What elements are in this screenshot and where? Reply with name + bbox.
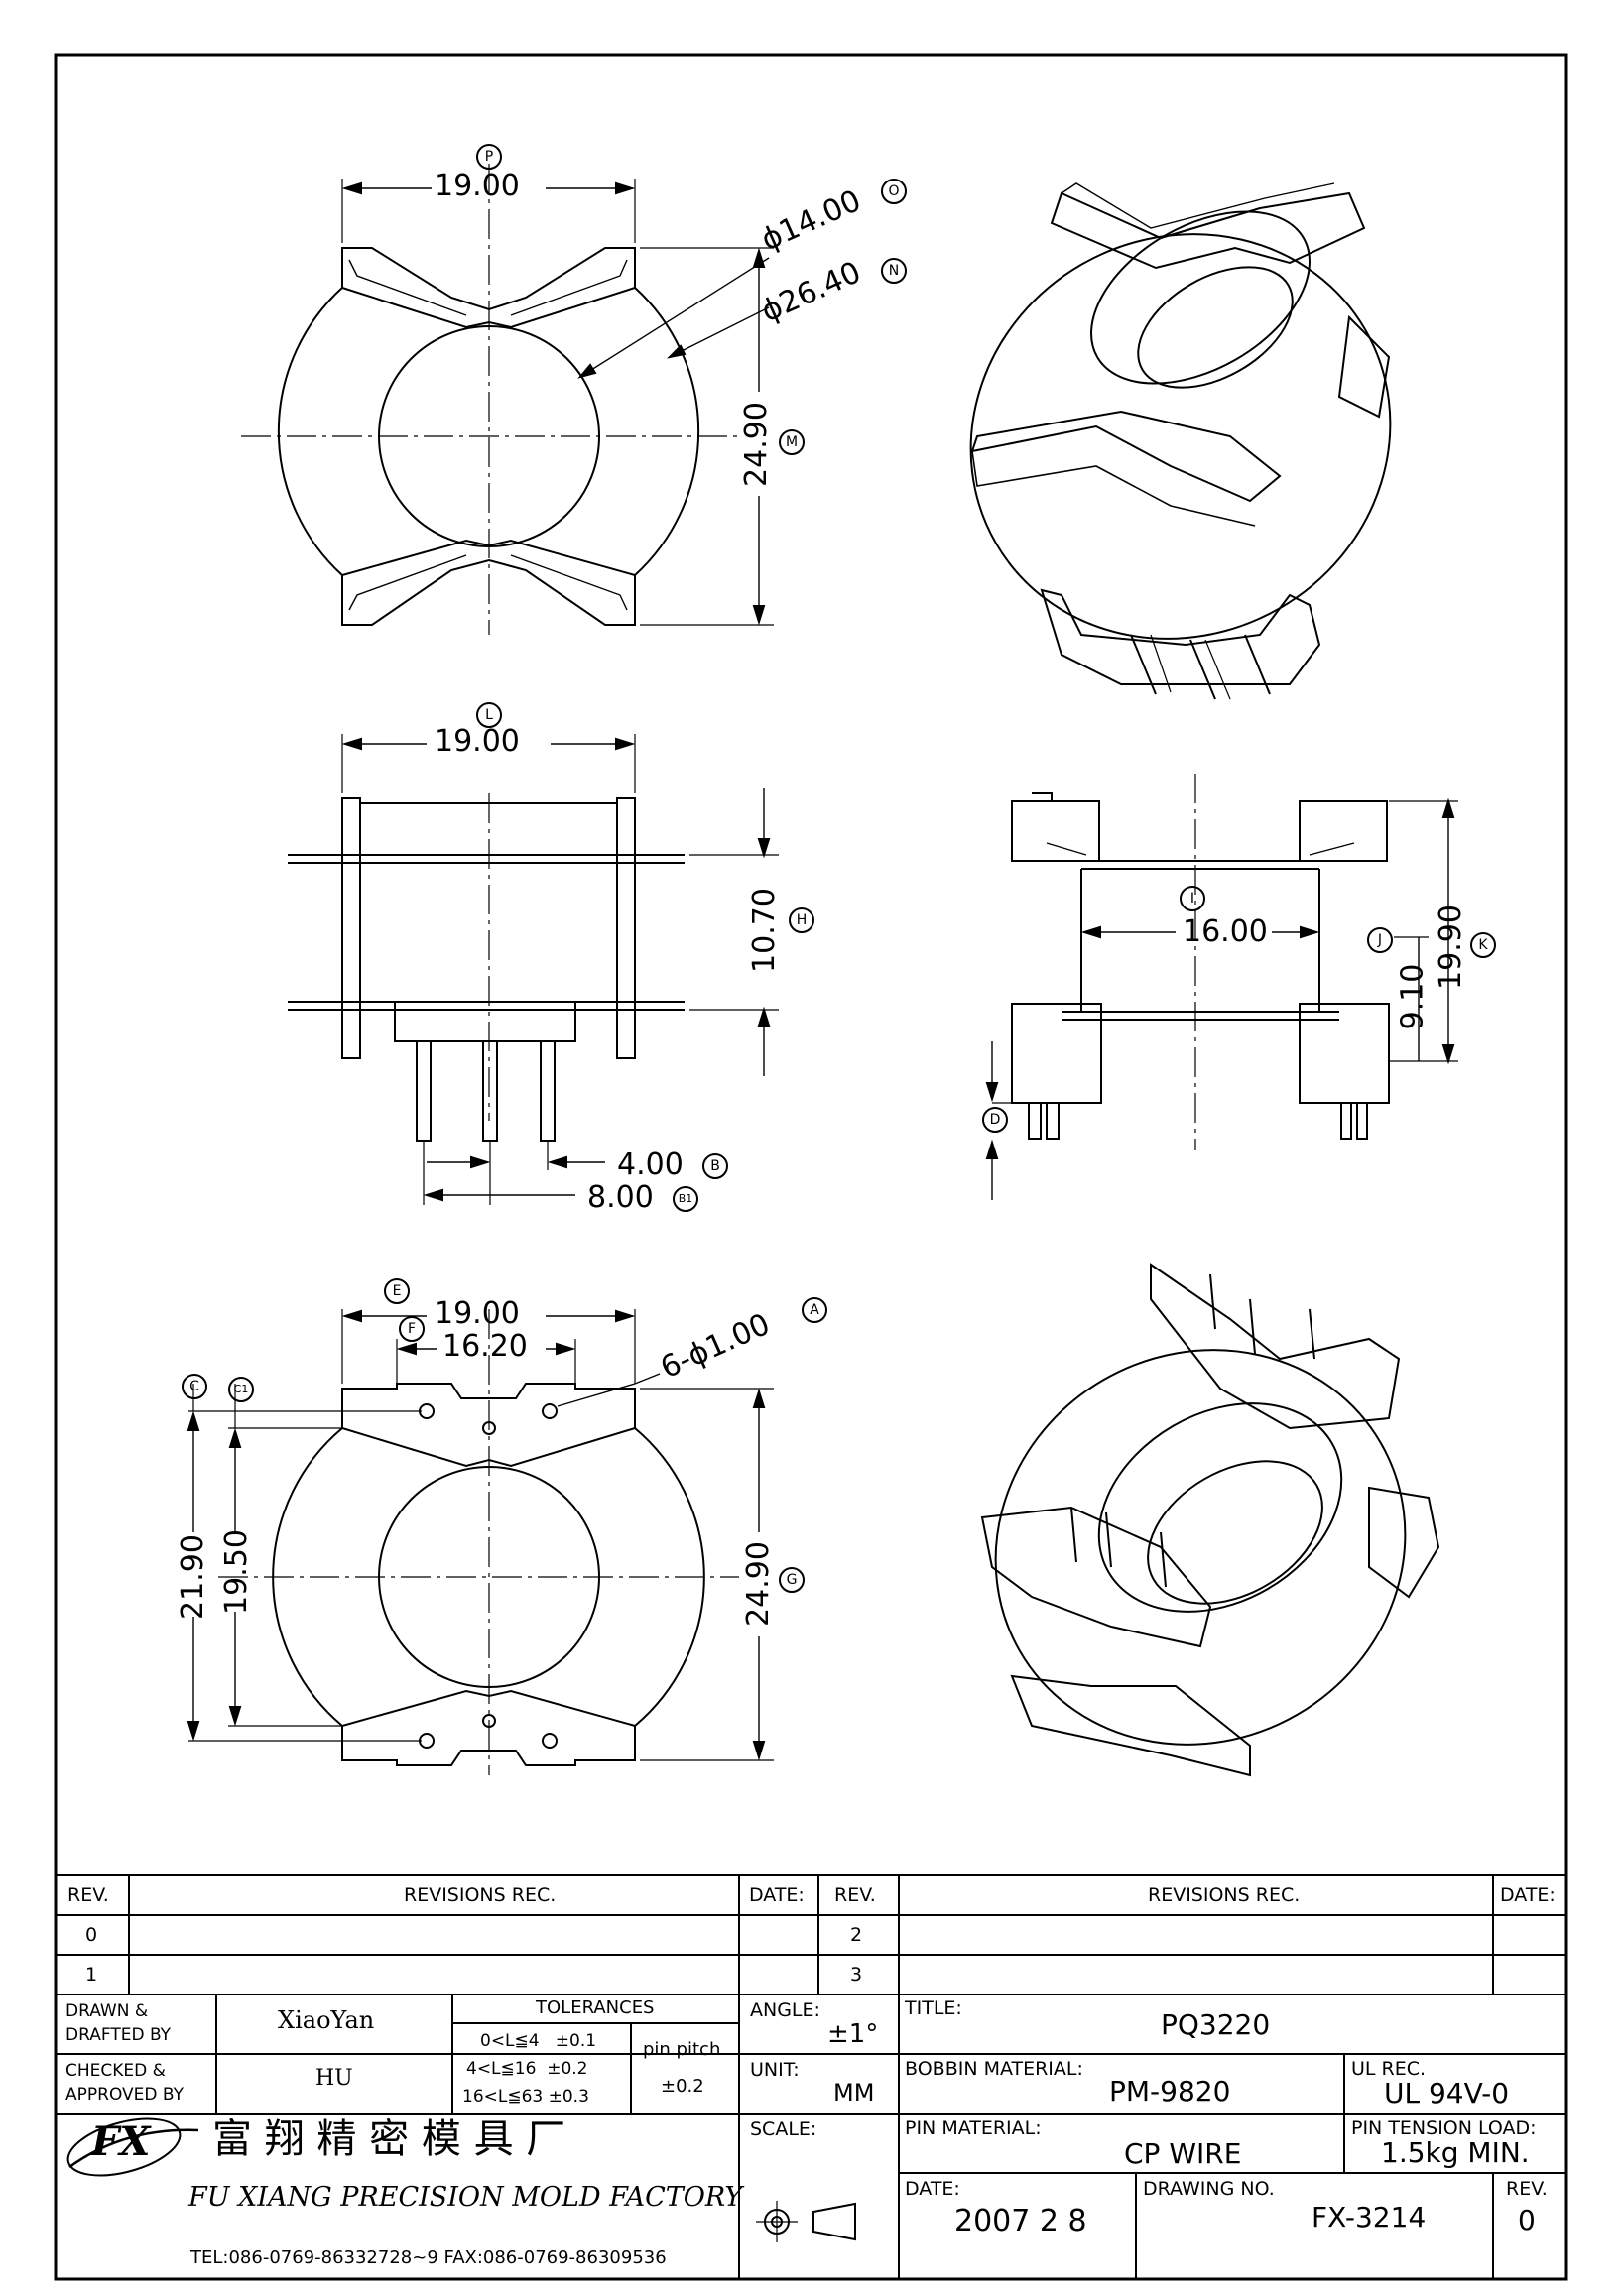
drawing-no-value: FX-3214 [1312,2201,1427,2234]
dim-bottom-outer-h: 21.90 [175,1534,210,1620]
pin-tension-label: PIN TENSION LOAD: [1351,2117,1537,2139]
rev-row-3: 3 [850,1964,863,1986]
angle-value: ±1° [827,2019,879,2049]
title-block-grid [56,1874,1566,2279]
date-header-right: DATE: [1500,1884,1556,1906]
unit-label: UNIT: [750,2059,800,2081]
dim-front-height: 10.70 [746,888,782,973]
rev-header-right: REV. [834,1884,876,1906]
checked-label: CHECKED & APPROVED BY [65,2061,185,2105]
title-label: TITLE: [905,1997,962,2019]
rev-value: 0 [1518,2204,1536,2236]
tol-row-2: 4<L≦16 ±0.2 [466,2059,588,2079]
date-header-left: DATE: [749,1884,805,1906]
dim-side-total: 19.90 [1433,905,1468,990]
pin-pitch-label: pin pitch [643,2039,721,2060]
dim-bottom-height: 24.90 [740,1541,776,1627]
dim-ref-g: G [779,1567,805,1593]
company-contact: TEL:086-0769-86332728~9 FAX:086-0769-863… [190,2247,667,2268]
bottom-view-drawing [187,1309,774,1775]
rev-row-0: 0 [85,1924,98,1946]
pin-pitch-value: ±0.2 [661,2076,704,2097]
dim-ref-i: I [1180,886,1205,911]
dim-ref-o: O [881,179,907,204]
tol-row-1: 0<L≦4 ±0.1 [480,2031,597,2051]
checked-value: HU [315,2066,353,2091]
drawn-value: XiaoYan [278,2006,375,2034]
dim-ref-c1: C1 [228,1377,254,1402]
company-name-en: FU XIANG PRECISION MOLD FACTORY [188,2182,743,2213]
drawn-label: DRAWN & DRAFTED BY [65,2001,172,2045]
dim-ref-h: H [789,907,814,933]
title-value: PQ3220 [1161,2008,1271,2041]
bobbin-material-label: BOBBIN MATERIAL: [905,2058,1083,2080]
isometric-view-top [969,182,1392,700]
dim-ref-j: J [1367,927,1393,953]
dim-ref-l: L [476,702,502,728]
logo-ellipse [66,2117,182,2177]
dim-side-flange: 9.10 [1395,963,1431,1030]
dim-bottom-inner-h: 19.50 [218,1529,254,1615]
dim-bottom-inner-width: 16.20 [442,1329,528,1364]
dim-ref-b: B [702,1153,728,1179]
dim-front-width: 19.00 [435,724,520,759]
dim-ref-a: A [802,1297,827,1323]
revisions-header-right: REVISIONS REC. [1148,1884,1301,1906]
tolerances-header: TOLERANCES [536,1997,655,2018]
dim-ref-n: N [881,258,907,284]
rev-header-left: REV. [67,1884,109,1906]
pin-material-value: CP WIRE [1124,2137,1242,2170]
rev-row-1: 1 [85,1964,98,1986]
company-name-cn: 富 翔 精 密 模 具 厂 [212,2116,566,2162]
rev-label: REV. [1506,2178,1548,2200]
dim-front-pin-span: 8.00 [587,1180,654,1215]
date-value: 2007 2 8 [954,2204,1087,2238]
dim-ref-e: E [384,1278,410,1304]
pin-material-label: PIN MATERIAL: [905,2117,1042,2139]
dim-top-height: 24.90 [738,402,774,487]
rev-row-2: 2 [850,1924,863,1946]
tol-row-3: 16<L≦63 ±0.3 [462,2087,589,2107]
ul-rec-label: UL REC. [1351,2058,1427,2080]
dim-side-length: 16.00 [1183,914,1268,949]
revisions-header-left: REVISIONS REC. [404,1884,557,1906]
scale-label: SCALE: [750,2118,817,2140]
isometric-view-bottom [980,1263,1440,1777]
ul-rec-value: UL 94V-0 [1384,2077,1510,2110]
unit-value: MM [833,2079,875,2107]
dim-top-width: 19.00 [435,169,520,203]
sheet-border [54,53,1568,2281]
dim-ref-m: M [779,429,805,455]
bobbin-material-value: PM-9820 [1109,2075,1231,2108]
angle-label: ANGLE: [750,1999,820,2021]
dim-ref-c: C [182,1374,207,1399]
dim-ref-b1: B1 [673,1186,698,1212]
top-view-drawing [241,164,774,635]
logo-mark: FX [91,2118,151,2165]
date-label: DATE: [905,2178,960,2200]
dim-ref-k: K [1470,932,1496,958]
front-view-drawing [288,734,779,1205]
side-view-drawing [985,774,1458,1200]
drawing-no-label: DRAWING NO. [1143,2178,1275,2200]
dim-front-pin-pitch: 4.00 [617,1148,684,1182]
pin-tension-value: 1.5kg MIN. [1381,2136,1530,2169]
dim-bottom-width: 19.00 [435,1296,520,1331]
dim-ref-f: F [399,1316,425,1342]
dim-ref-d: D [982,1107,1008,1133]
dim-ref-p: P [476,144,502,170]
